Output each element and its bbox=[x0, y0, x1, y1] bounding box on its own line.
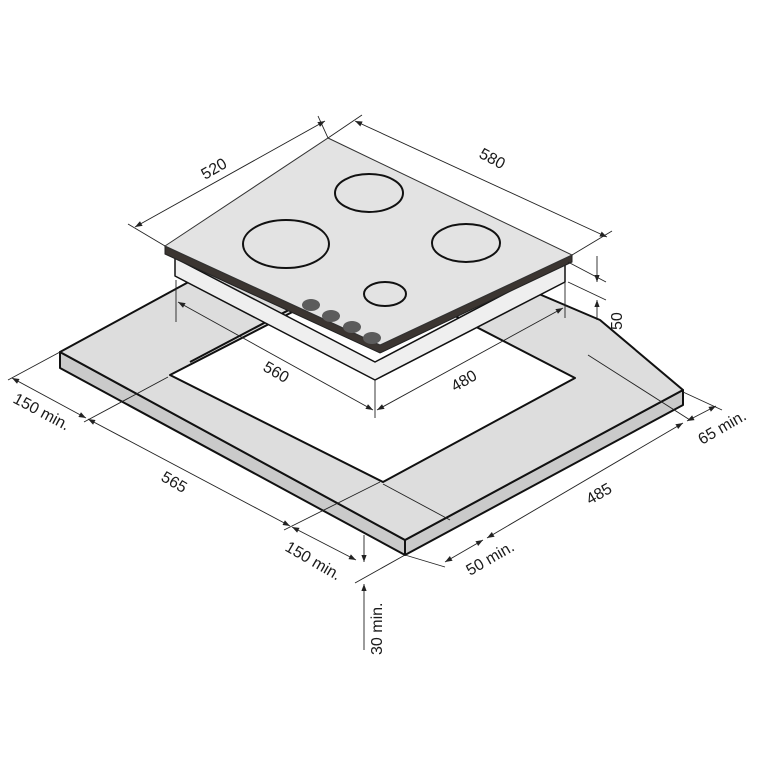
dim-line-560 bbox=[177, 301, 374, 411]
dimension-lines bbox=[7, 114, 723, 650]
dim-line-580 bbox=[354, 120, 608, 238]
label-hob-height: 50 bbox=[609, 312, 626, 330]
burner-small-icon bbox=[363, 281, 407, 307]
label-rear-clearance: 65 min. bbox=[696, 408, 750, 449]
dim-line-480 bbox=[376, 307, 564, 411]
label-front-clearance: 150 min. bbox=[282, 539, 344, 584]
knob-icon bbox=[363, 332, 381, 344]
dim-line-65 bbox=[686, 405, 717, 422]
label-hob-width: 580 bbox=[476, 146, 508, 174]
dim-line-520 bbox=[134, 120, 326, 228]
label-counter-right-span: 485 bbox=[584, 480, 616, 508]
knob-icon bbox=[302, 299, 320, 311]
dim-line-50-front bbox=[444, 539, 484, 563]
knob-icon bbox=[322, 310, 340, 322]
label-counter-thickness: 30 min. bbox=[369, 603, 386, 655]
dim-line-150-front bbox=[291, 526, 357, 561]
label-hob-depth: 520 bbox=[199, 155, 231, 183]
knob-icon bbox=[343, 321, 361, 333]
label-front-right-clearance: 50 min. bbox=[464, 539, 518, 580]
label-left-clearance: 150 min. bbox=[10, 391, 72, 435]
dim-line-565 bbox=[87, 418, 291, 527]
label-counter-left-span: 565 bbox=[158, 469, 190, 497]
dim-line-150-left bbox=[11, 377, 87, 419]
dim-line-485 bbox=[486, 422, 684, 539]
